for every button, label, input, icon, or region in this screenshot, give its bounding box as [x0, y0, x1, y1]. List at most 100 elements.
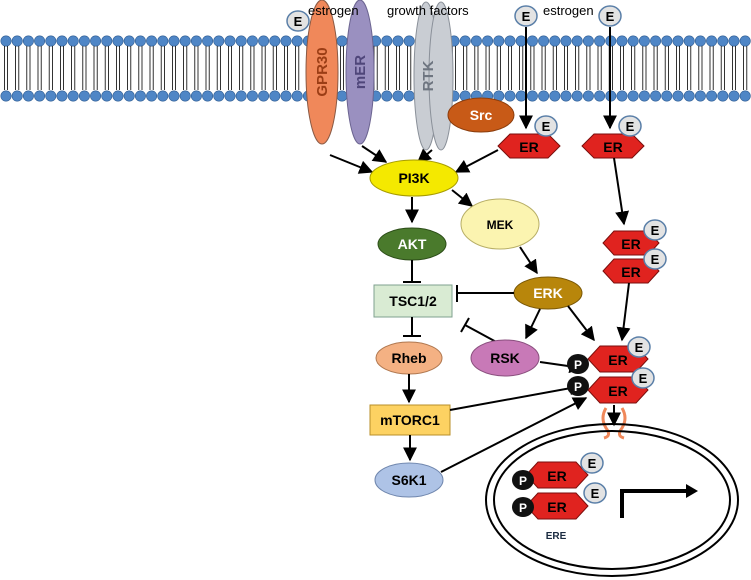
lipid-head	[202, 35, 214, 47]
svg-text:E: E	[522, 9, 531, 24]
lipid-head	[190, 90, 202, 102]
src-node	[447, 97, 515, 133]
lipid-head	[560, 90, 572, 102]
svg-text:ER: ER	[621, 236, 640, 252]
lipid-head	[336, 35, 348, 47]
lipid-head	[56, 35, 68, 47]
rheb-label: Rheb	[392, 350, 427, 366]
lipid-head	[258, 90, 270, 102]
lipid-head	[661, 35, 673, 47]
lipid-head	[101, 35, 113, 47]
lipid-head	[179, 90, 191, 102]
lipid-head	[627, 35, 639, 47]
lipid-head	[269, 90, 281, 102]
lipid-head	[34, 35, 46, 47]
rsk-label: RSK	[490, 350, 520, 366]
lipid-head	[728, 35, 740, 47]
lipid-head	[661, 90, 673, 102]
er-cytoplasm-complex: ER E	[581, 115, 645, 159]
lipid-head	[392, 90, 404, 102]
rtk-label: RTK	[420, 60, 437, 91]
lipid-head	[134, 90, 146, 102]
mer-receptor	[345, 0, 375, 145]
lipid-head	[515, 90, 527, 102]
lipid-head	[123, 90, 135, 102]
svg-text:ER: ER	[519, 139, 538, 155]
svg-text:ER: ER	[547, 468, 566, 484]
lipid-head	[470, 35, 482, 47]
lipid-head	[246, 90, 258, 102]
lipid-head	[594, 35, 606, 47]
er-dimer-cytoplasm: ER ER E E	[602, 219, 667, 284]
lipid-head	[134, 35, 146, 47]
svg-text:ER: ER	[547, 499, 566, 515]
lipid-head	[179, 35, 191, 47]
akt-label: AKT	[398, 236, 427, 252]
lipid-head	[224, 35, 236, 47]
estrogen-bubble-top-right: E	[598, 5, 622, 27]
lipid-head	[538, 35, 550, 47]
lipid-head	[549, 35, 561, 47]
nuclear-er-dimer: ER ER E E P P	[512, 452, 607, 520]
lipid-head	[650, 90, 662, 102]
lipid-head	[392, 35, 404, 47]
transcription-arrow	[620, 489, 688, 518]
lipid-head	[235, 35, 247, 47]
pi3k-node	[369, 159, 459, 197]
lipid-head	[582, 90, 594, 102]
lipid-head	[582, 35, 594, 47]
svg-text:E: E	[626, 119, 635, 134]
svg-text:E: E	[635, 340, 644, 355]
lipid-head	[123, 35, 135, 47]
svg-text:E: E	[651, 252, 660, 267]
lipid-head	[157, 35, 169, 47]
lipid-head	[549, 90, 561, 102]
gpr30-label: GPR30	[314, 47, 331, 96]
lipid-head	[627, 90, 639, 102]
lipid-head	[22, 90, 34, 102]
svg-text:ER: ER	[621, 264, 640, 280]
svg-text:P: P	[519, 501, 527, 515]
lipid-head	[56, 90, 68, 102]
pi3k-label: PI3K	[398, 170, 429, 186]
mtorc1-node	[369, 404, 451, 436]
lipid-head	[638, 90, 650, 102]
svg-text:P: P	[574, 358, 582, 372]
lipid-head	[739, 35, 751, 47]
mer-label: mER	[352, 55, 369, 89]
svg-text:P: P	[519, 474, 527, 488]
lipid-head	[381, 90, 393, 102]
lipid-head	[526, 90, 538, 102]
lipid-head	[728, 90, 740, 102]
mek-node	[460, 198, 540, 250]
lipid-head	[739, 90, 751, 102]
lipid-head	[224, 90, 236, 102]
lipid-head	[258, 35, 270, 47]
lipid-head	[101, 90, 113, 102]
tsc-label: TSC1/2	[389, 293, 437, 309]
lipid-head	[336, 90, 348, 102]
lipid-head	[202, 90, 214, 102]
estrogen-bubble-top-mid: E	[514, 5, 538, 27]
lipid-head	[672, 90, 684, 102]
lipid-head	[78, 35, 90, 47]
lipid-head	[526, 35, 538, 47]
lipid-head	[146, 90, 158, 102]
lipid-head	[0, 90, 12, 102]
estrogen-bubble-top-left: E	[286, 10, 310, 32]
growth-factors-label: growth factors	[387, 3, 469, 18]
cell-membrane	[0, 35, 751, 102]
nuclear-pore-right	[617, 407, 627, 440]
svg-text:ER: ER	[608, 383, 627, 399]
lipid-head	[381, 35, 393, 47]
mek-label: MEK	[487, 218, 514, 232]
lipid-head	[269, 35, 281, 47]
lipid-head	[403, 35, 415, 47]
lipid-head	[22, 35, 34, 47]
lipid-head	[78, 90, 90, 102]
nucleus-outer	[485, 423, 739, 577]
phospho-er-dimer: ER ER E E P P	[567, 336, 655, 404]
lipid-head	[650, 35, 662, 47]
lipid-head	[717, 90, 729, 102]
